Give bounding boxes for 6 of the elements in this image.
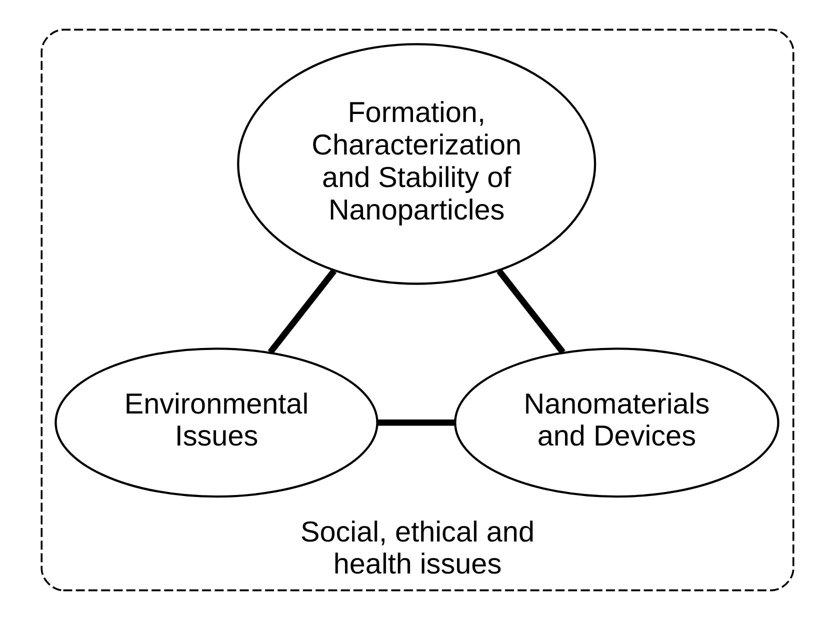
node-ellipse: Formation, Characterization and Stability of Nanoparticles bbox=[236, 43, 596, 285]
connector bbox=[496, 269, 565, 354]
connector bbox=[377, 419, 454, 426]
node-ellipse: Nanomaterials and Devices bbox=[454, 348, 779, 498]
node-ellipse: Environmental Issues bbox=[54, 348, 378, 498]
connector bbox=[267, 269, 336, 354]
